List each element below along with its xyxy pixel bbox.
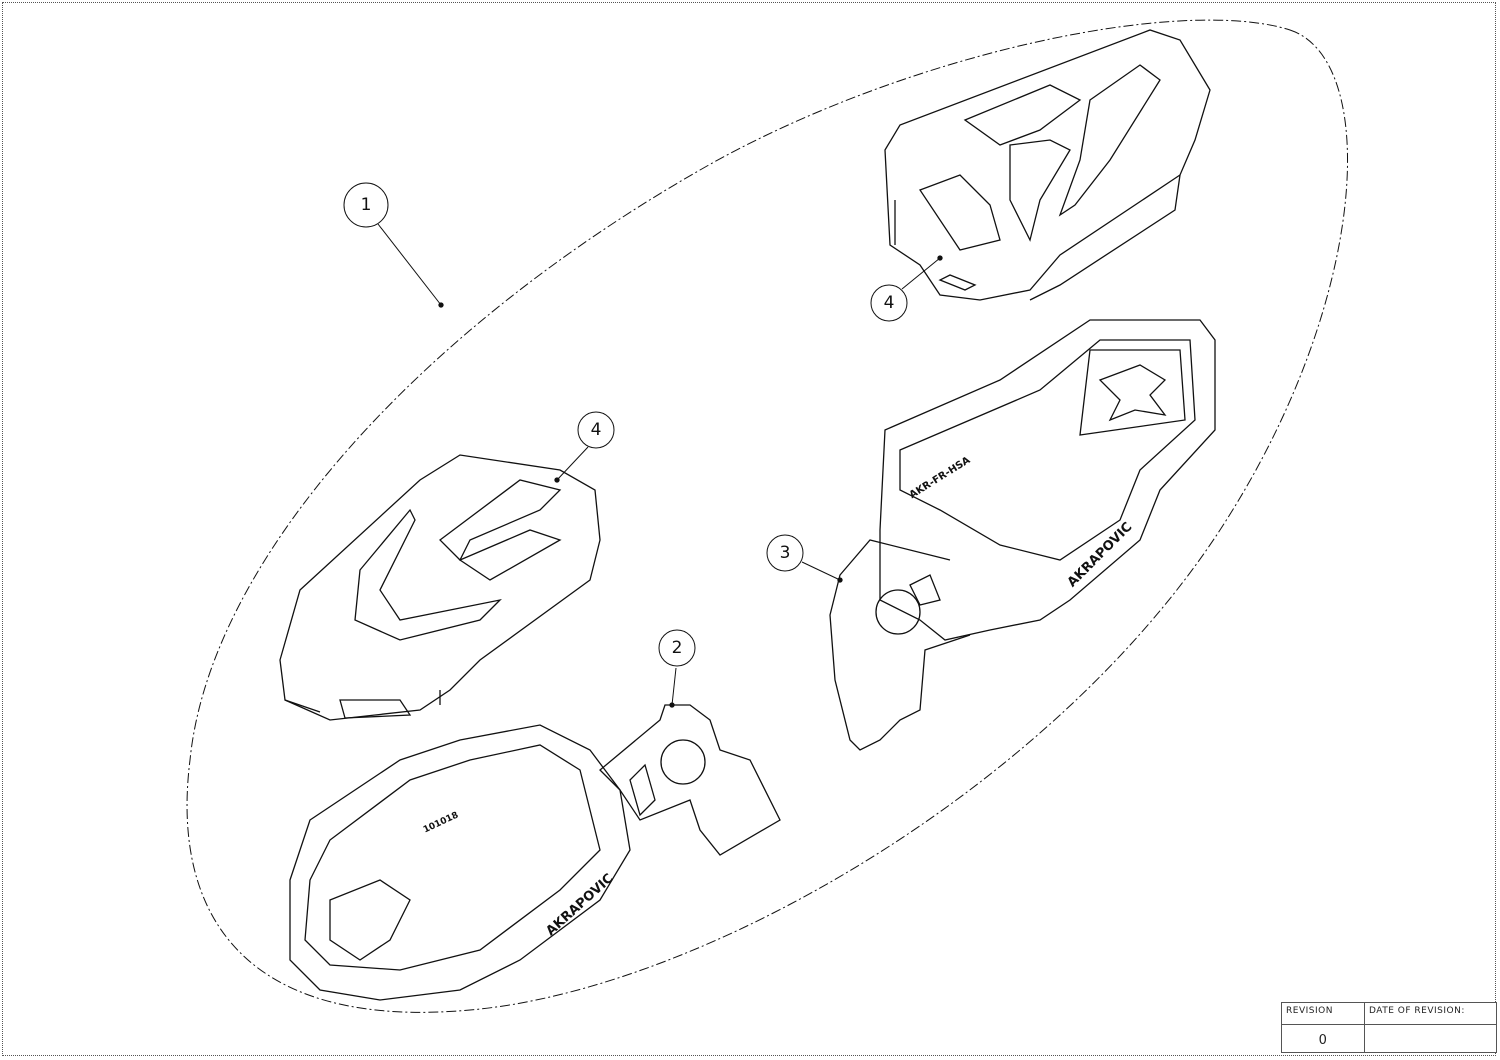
engraving-brand-right: AKRAPOVIC bbox=[1065, 520, 1136, 591]
rubber-pad-lower bbox=[279, 454, 601, 721]
balloon-1: 1 bbox=[343, 182, 444, 308]
date-of-revision-header: DATE OF REVISION: bbox=[1365, 1003, 1496, 1025]
revision-value: 0 bbox=[1282, 1025, 1365, 1052]
engraving-brand-left: AKRAPOVIC bbox=[543, 871, 616, 939]
rubber-pad-upper bbox=[884, 29, 1211, 301]
left-footpeg: 101018 AKRAPOVIC bbox=[289, 704, 781, 1001]
right-footpeg: AKR-FR-HSA AKRAPOVIC bbox=[829, 319, 1216, 751]
balloon-1-label: 1 bbox=[361, 195, 372, 215]
revision-table: REVISION DATE OF REVISION: 0 bbox=[1281, 1002, 1497, 1053]
balloon-3: 3 bbox=[766, 534, 843, 583]
balloon-2: 2 bbox=[658, 629, 696, 708]
balloon-4-upper: 4 bbox=[870, 255, 943, 322]
date-of-revision-value bbox=[1365, 1025, 1496, 1052]
balloon-4-lower: 4 bbox=[554, 411, 615, 483]
assembly-boundary bbox=[186, 19, 1348, 1013]
engraving-code-right: AKR-FR-HSA bbox=[908, 455, 973, 501]
balloon-3-label: 3 bbox=[780, 543, 791, 563]
balloon-2-label: 2 bbox=[672, 638, 683, 658]
revision-header: REVISION bbox=[1282, 1003, 1365, 1025]
balloon-4-upper-label: 4 bbox=[884, 293, 895, 313]
engraving-code-left: 101018 bbox=[422, 811, 460, 836]
balloon-4-lower-label: 4 bbox=[591, 420, 602, 440]
